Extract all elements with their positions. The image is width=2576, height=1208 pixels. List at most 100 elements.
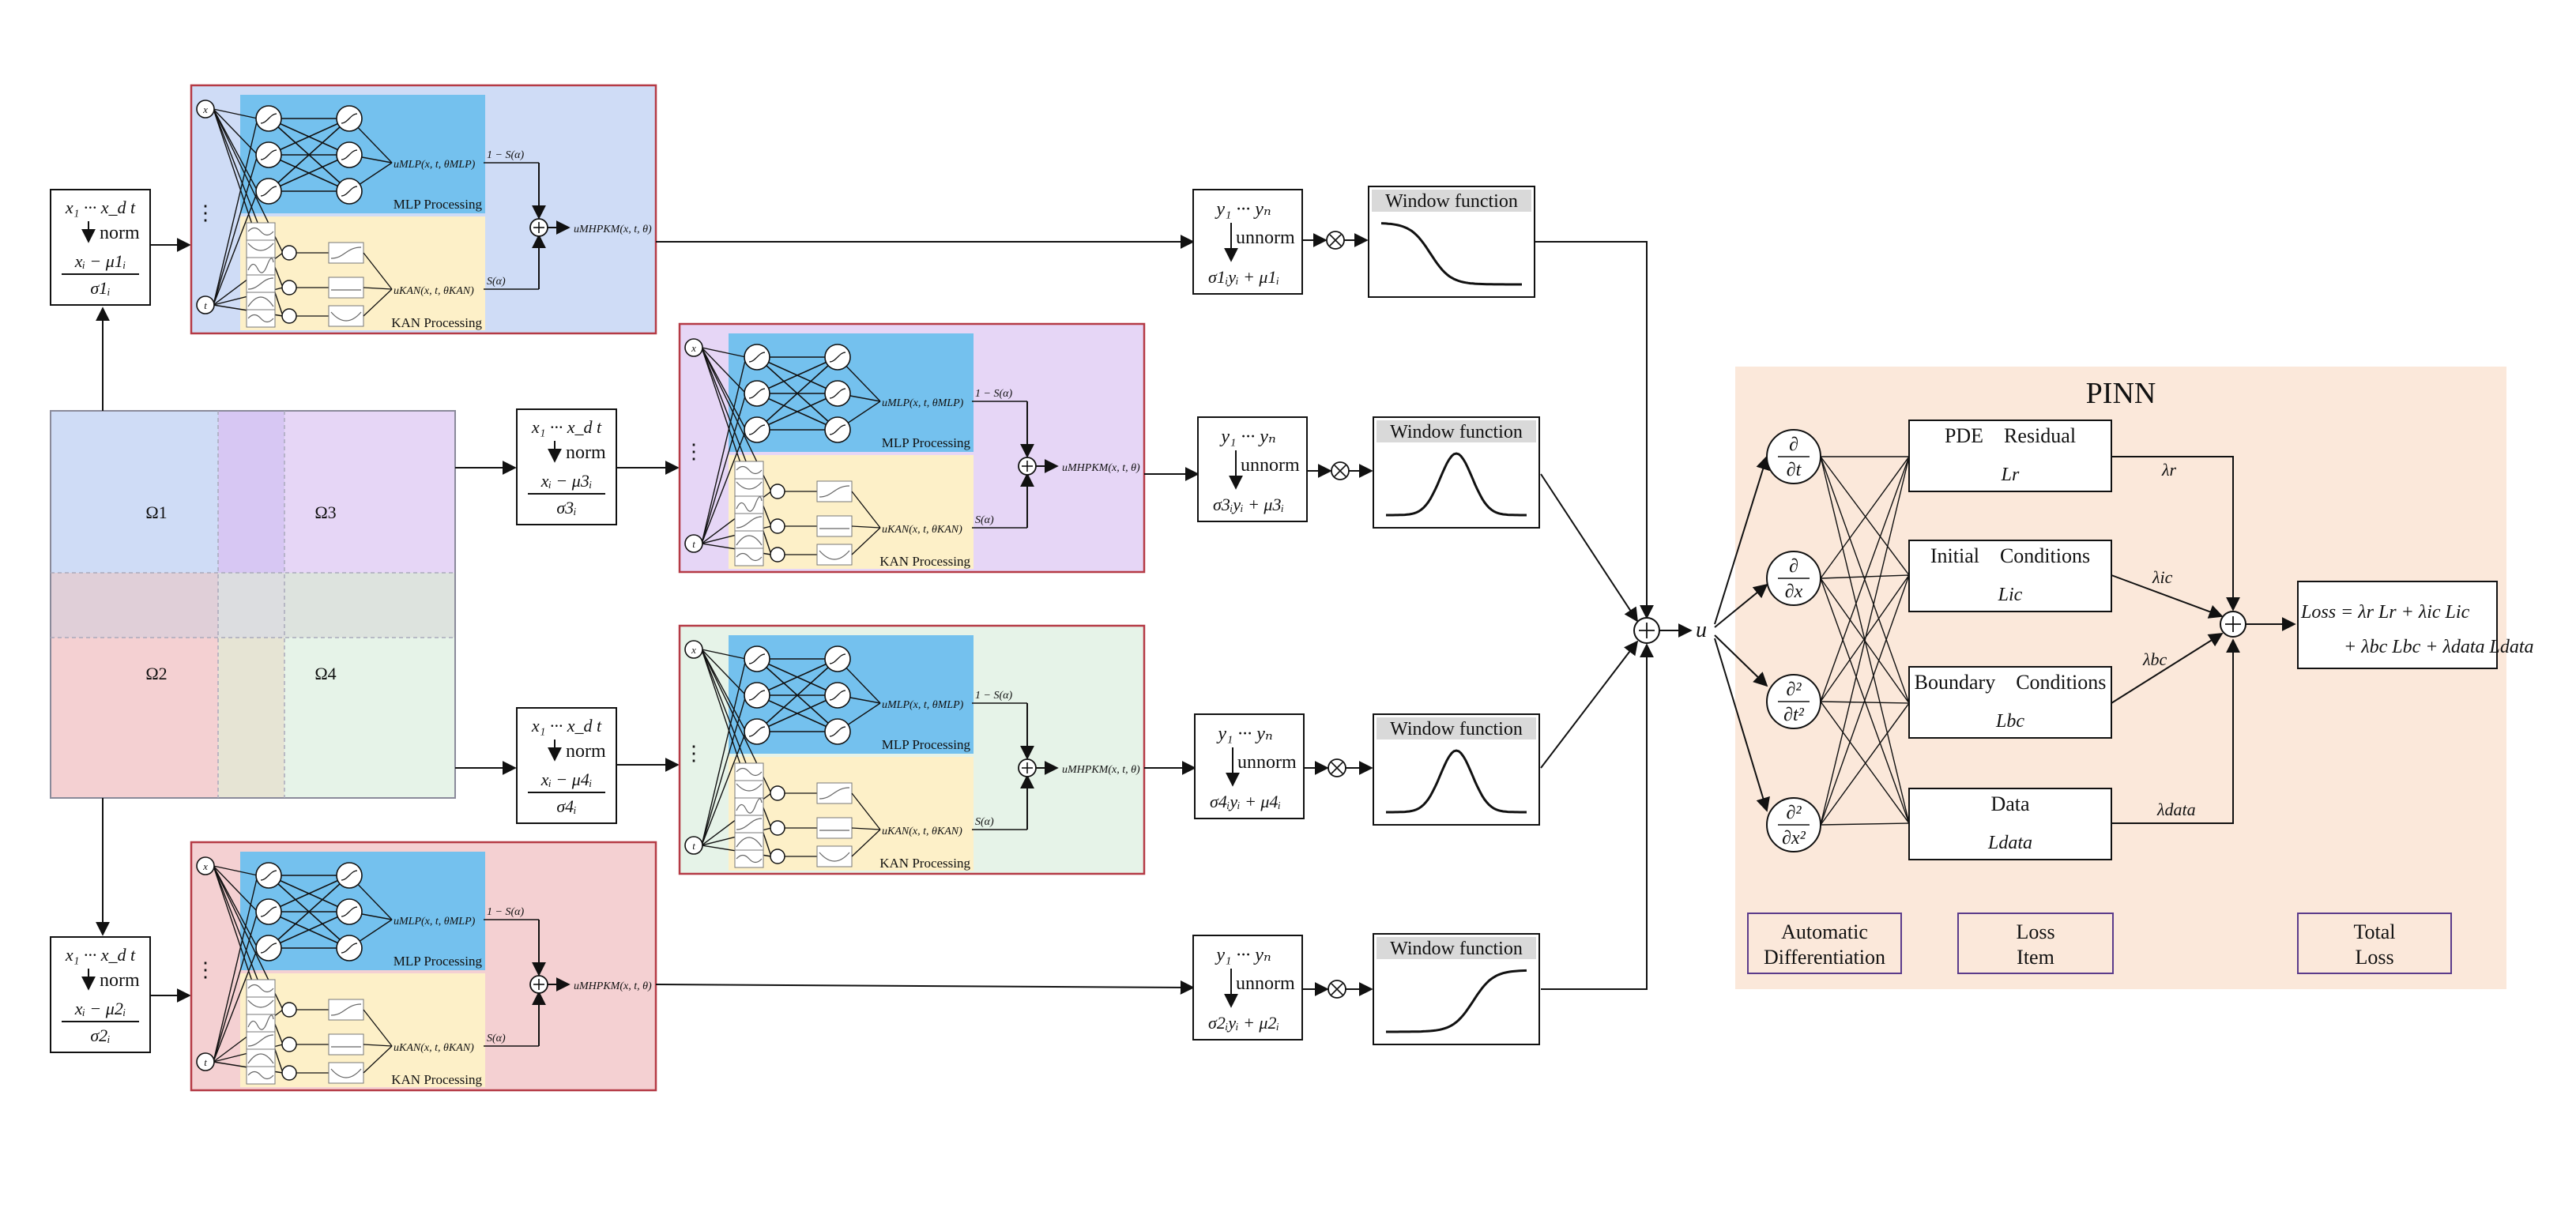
unnorm-word: unnorm <box>1237 752 1297 773</box>
window-function-3: Window function <box>1373 416 1540 529</box>
loss-name: Data <box>1990 792 2030 815</box>
s-alpha-label: S(α) <box>487 276 506 288</box>
kan-activation-plot <box>328 1033 364 1056</box>
u-output-label: u <box>1696 618 1707 642</box>
input-x-label: x <box>202 860 208 872</box>
kan-node <box>281 280 297 295</box>
u-mhpkm-label: uMHPKM(x, t, θ) <box>574 980 652 992</box>
kan-processing-label: KAN Processing <box>391 1072 482 1087</box>
omega3-label: Ω3 <box>314 502 336 522</box>
norm-box-4: x₁ ··· x_d t norm xᵢ − μ4ᵢ σ4ᵢ <box>516 707 617 824</box>
weight-lambda-r: λr <box>2161 460 2177 480</box>
unnorm-box-1: y₁ ··· yₙ unnorm σ1ᵢyᵢ + μ1ᵢ <box>1192 189 1303 295</box>
norm-word: norm <box>100 970 140 991</box>
derivative-node-dt2: ∂² ∂t² <box>1766 674 1821 729</box>
window-curve <box>1386 969 1527 1033</box>
footer-line-2: Item <box>2017 946 2054 969</box>
u-kan-label: uKAN(x, t, θKAN) <box>882 826 962 837</box>
weight-lambda-ic: λic <box>2152 567 2173 587</box>
kan-basis-plot <box>734 530 764 549</box>
pinn-panel: PINN ∂ ∂t ∂ ∂x ∂² ∂t² ∂² <box>1714 367 2534 989</box>
footer-line-2: Loss <box>2355 946 2393 969</box>
kan-processing-label: KAN Processing <box>879 554 970 569</box>
subnet-to-unnorm-arrows <box>655 235 1199 995</box>
loss-symbol: Ldata <box>1987 833 2032 853</box>
total-sum-node <box>2220 611 2296 638</box>
unnorm-word: unnorm <box>1241 455 1300 476</box>
mlp-processing-label: MLP Processing <box>882 435 971 450</box>
domain-decomposition: Ω1 Ω3 Ω2 Ω4 <box>50 410 456 799</box>
norm-numerator: xᵢ − μ3ᵢ <box>540 471 593 491</box>
kan-node <box>281 308 297 324</box>
loss-name: Boundary Conditions <box>1915 671 2107 694</box>
window-function-4: Window function <box>1373 713 1540 826</box>
u-mlp-label: uMLP(x, t, θMLP) <box>882 699 964 711</box>
kan-node <box>770 820 785 836</box>
omega4-region <box>284 638 455 798</box>
unnorm-formula: σ2ᵢyᵢ + μ2ᵢ <box>1208 1013 1279 1033</box>
loss-to-total-arrows <box>2111 456 2240 824</box>
derivative-denominator: ∂x² <box>1782 828 1806 849</box>
domain-connections <box>96 307 517 936</box>
u-mlp-label: uMLP(x, t, θMLP) <box>394 916 476 928</box>
kan-node <box>770 547 785 563</box>
unnorm-word: unnorm <box>1236 973 1295 994</box>
window-to-sum-connections <box>1535 241 1654 990</box>
input-t-label: t <box>204 1056 207 1068</box>
unnorm-outputs: y₁ ··· yₙ <box>1216 724 1272 744</box>
unnorm-box-4: y₁ ··· yₙ unnorm σ4ᵢyᵢ + μ4ᵢ <box>1194 713 1305 819</box>
omega1-label: Ω1 <box>145 502 167 522</box>
footer-loss-item: Loss Item <box>1957 913 2114 974</box>
u-kan-label: uKAN(x, t, θKAN) <box>394 1042 474 1054</box>
unnorm-box-3: y₁ ··· yₙ unnorm σ3ᵢyᵢ + μ3ᵢ <box>1197 416 1308 522</box>
window-curve <box>1386 452 1527 517</box>
overlap-vertical-bottom <box>218 638 284 798</box>
kan-basis-plot <box>246 996 276 1015</box>
norm-box-3: x₁ ··· x_d t norm xᵢ − μ3ᵢ σ3ᵢ <box>516 408 617 525</box>
derivative-numerator: ∂² <box>1786 803 1802 823</box>
kan-node <box>770 518 785 534</box>
multiplier-3 <box>1307 461 1373 480</box>
kan-basis-plot <box>246 239 276 258</box>
footer-automatic-differentiation: Automatic Differentiation <box>1747 913 1902 974</box>
weight-lambda-bc: λbc <box>2142 649 2167 669</box>
kan-node <box>281 1037 297 1052</box>
derivative-node-dx: ∂ ∂x <box>1766 551 1821 606</box>
u-mlp-label: uMLP(x, t, θMLP) <box>882 397 964 409</box>
derivative-numerator: ∂ <box>1789 556 1798 577</box>
kan-node <box>281 245 297 261</box>
input-t-node <box>196 1052 215 1071</box>
pinn-background <box>1735 367 2506 989</box>
mlp-processing-label: MLP Processing <box>394 197 483 212</box>
s-alpha-label: S(α) <box>975 816 994 828</box>
window-title: Window function <box>1385 191 1518 212</box>
norm-inputs: x₁ ··· x_d t <box>531 417 602 437</box>
kan-node <box>281 1002 297 1018</box>
norm-denominator: σ3ᵢ <box>556 498 576 517</box>
unnorm-formula: σ3ᵢyᵢ + μ3ᵢ <box>1213 495 1284 514</box>
derivative-numerator: ∂² <box>1786 679 1802 700</box>
input-t-label: t <box>204 299 207 311</box>
input-t-label: t <box>692 538 695 550</box>
kan-basis-plot <box>246 292 276 310</box>
kan-basis-plot <box>734 478 764 497</box>
u-mhpkm-label: uMHPKM(x, t, θ) <box>1062 462 1140 474</box>
multiplier-1 <box>1302 231 1369 250</box>
unnorm-outputs: y₁ ··· yₙ <box>1219 427 1275 447</box>
kan-activation-plot <box>816 845 853 867</box>
loss-box-initial-conditions: Initial Conditions Lic <box>1908 540 2112 612</box>
derivative-denominator: ∂t <box>1787 460 1802 480</box>
kan-activation-plot <box>328 1062 364 1084</box>
loss-box-boundary-conditions: Boundary Conditions Lbc <box>1908 666 2112 739</box>
norm-box-2: x₁ ··· x_d t norm xᵢ − μ2ᵢ σ2ᵢ <box>50 936 151 1053</box>
input-x-label: x <box>202 103 208 115</box>
input-dots: ⋮ <box>195 958 216 981</box>
kan-activation-plot <box>816 515 853 537</box>
derivative-denominator: ∂t² <box>1783 705 1805 725</box>
norm-numerator: xᵢ − μ4ᵢ <box>540 770 593 789</box>
derivative-node-dx2: ∂² ∂x² <box>1766 797 1821 852</box>
input-t-node <box>684 836 703 855</box>
kan-activation-plot <box>816 817 853 839</box>
norm-numerator: xᵢ − μ2ᵢ <box>74 999 126 1018</box>
